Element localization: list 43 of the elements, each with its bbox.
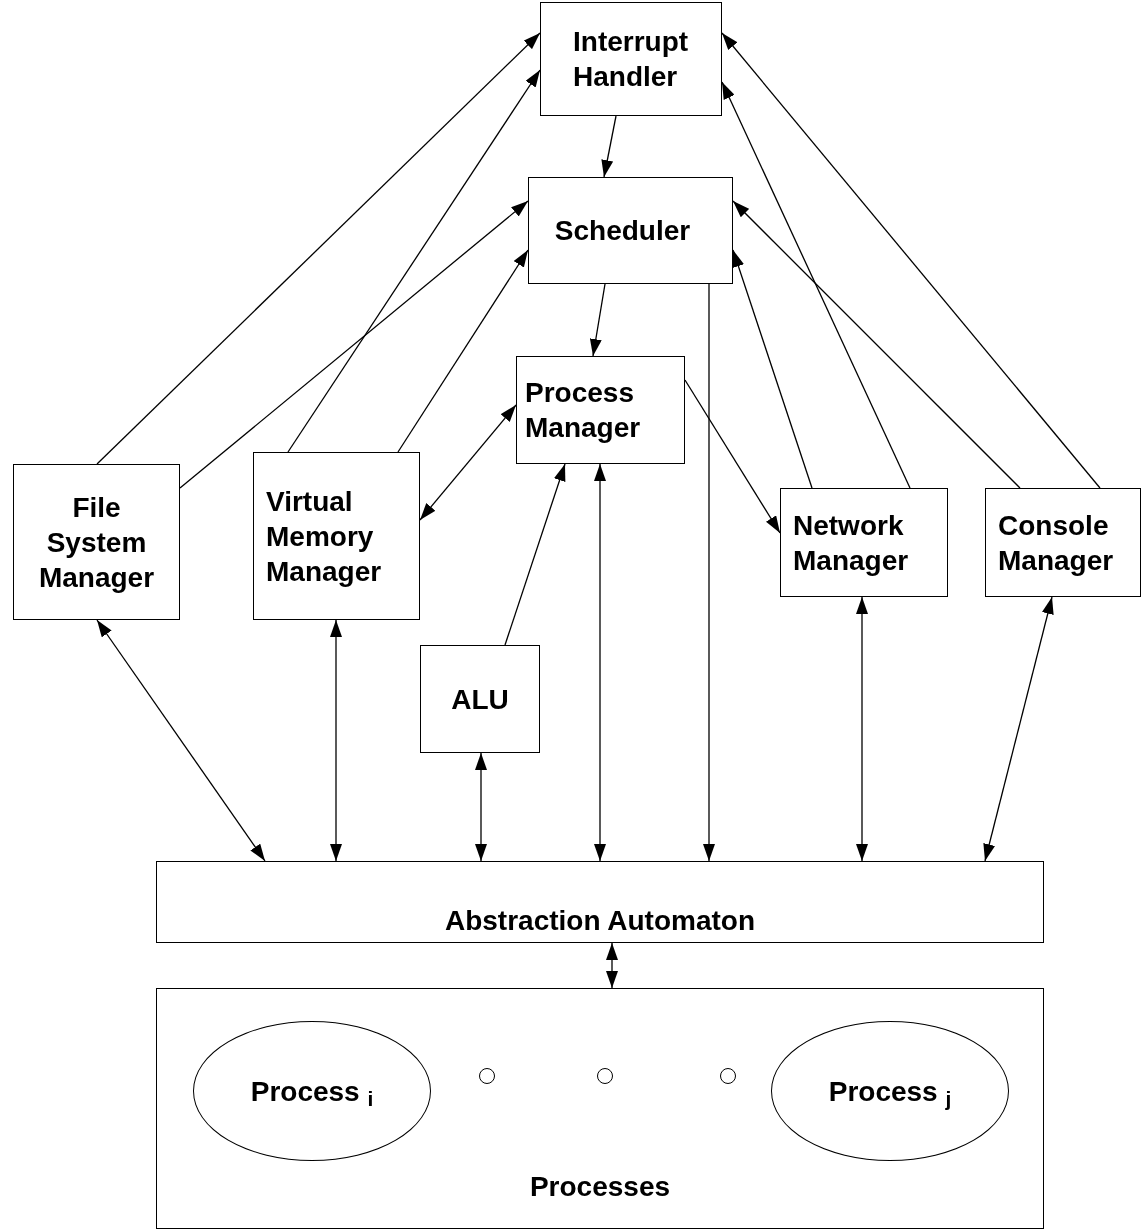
- node-label: Scheduler: [554, 214, 691, 248]
- process-box: [13, 464, 180, 620]
- node-label: Console Manager: [998, 508, 1115, 578]
- arrow: [475, 752, 487, 862]
- arrow: [179, 200, 529, 489]
- arrow: [703, 283, 715, 862]
- process-box: [528, 177, 733, 284]
- node-label: Network Manager: [793, 508, 910, 578]
- arrow: [594, 463, 606, 862]
- process-box: [516, 356, 685, 464]
- arrow: [419, 404, 517, 521]
- process-box: [253, 452, 420, 620]
- arrow: [721, 81, 911, 489]
- node-label: Process $_{j}$: [828, 1074, 952, 1109]
- arrow: [589, 283, 606, 357]
- arrow: [983, 596, 1054, 862]
- container-box: [156, 988, 1044, 1229]
- arrow: [330, 619, 342, 862]
- arrow: [732, 249, 813, 489]
- arrow: [287, 69, 541, 453]
- process-box: [420, 645, 540, 753]
- arrow: [721, 32, 1101, 489]
- arrow: [397, 249, 529, 453]
- arrow: [504, 463, 566, 646]
- process-box: [780, 488, 948, 597]
- arrow: [606, 942, 618, 989]
- node-label: File System Manager: [37, 490, 156, 595]
- node-label: ALU: [451, 682, 509, 717]
- node-label: Process Manager: [525, 376, 642, 445]
- node-label: Process $_{i}$: [250, 1074, 374, 1109]
- process-box: [540, 2, 722, 116]
- arrow: [684, 379, 781, 534]
- process-box: [156, 861, 1044, 943]
- arrow: [96, 619, 266, 862]
- arrow: [96, 32, 541, 465]
- node-label: Virtual Memory Manager: [266, 484, 383, 589]
- arrow: [732, 200, 1021, 489]
- arrow: [601, 115, 617, 178]
- arrow: [856, 596, 868, 862]
- node-label: Interrupt Handler: [573, 25, 690, 94]
- process-box: [985, 488, 1141, 597]
- node-label: Abstraction Automaton: [444, 904, 756, 938]
- node-label: Processes: [529, 1170, 671, 1204]
